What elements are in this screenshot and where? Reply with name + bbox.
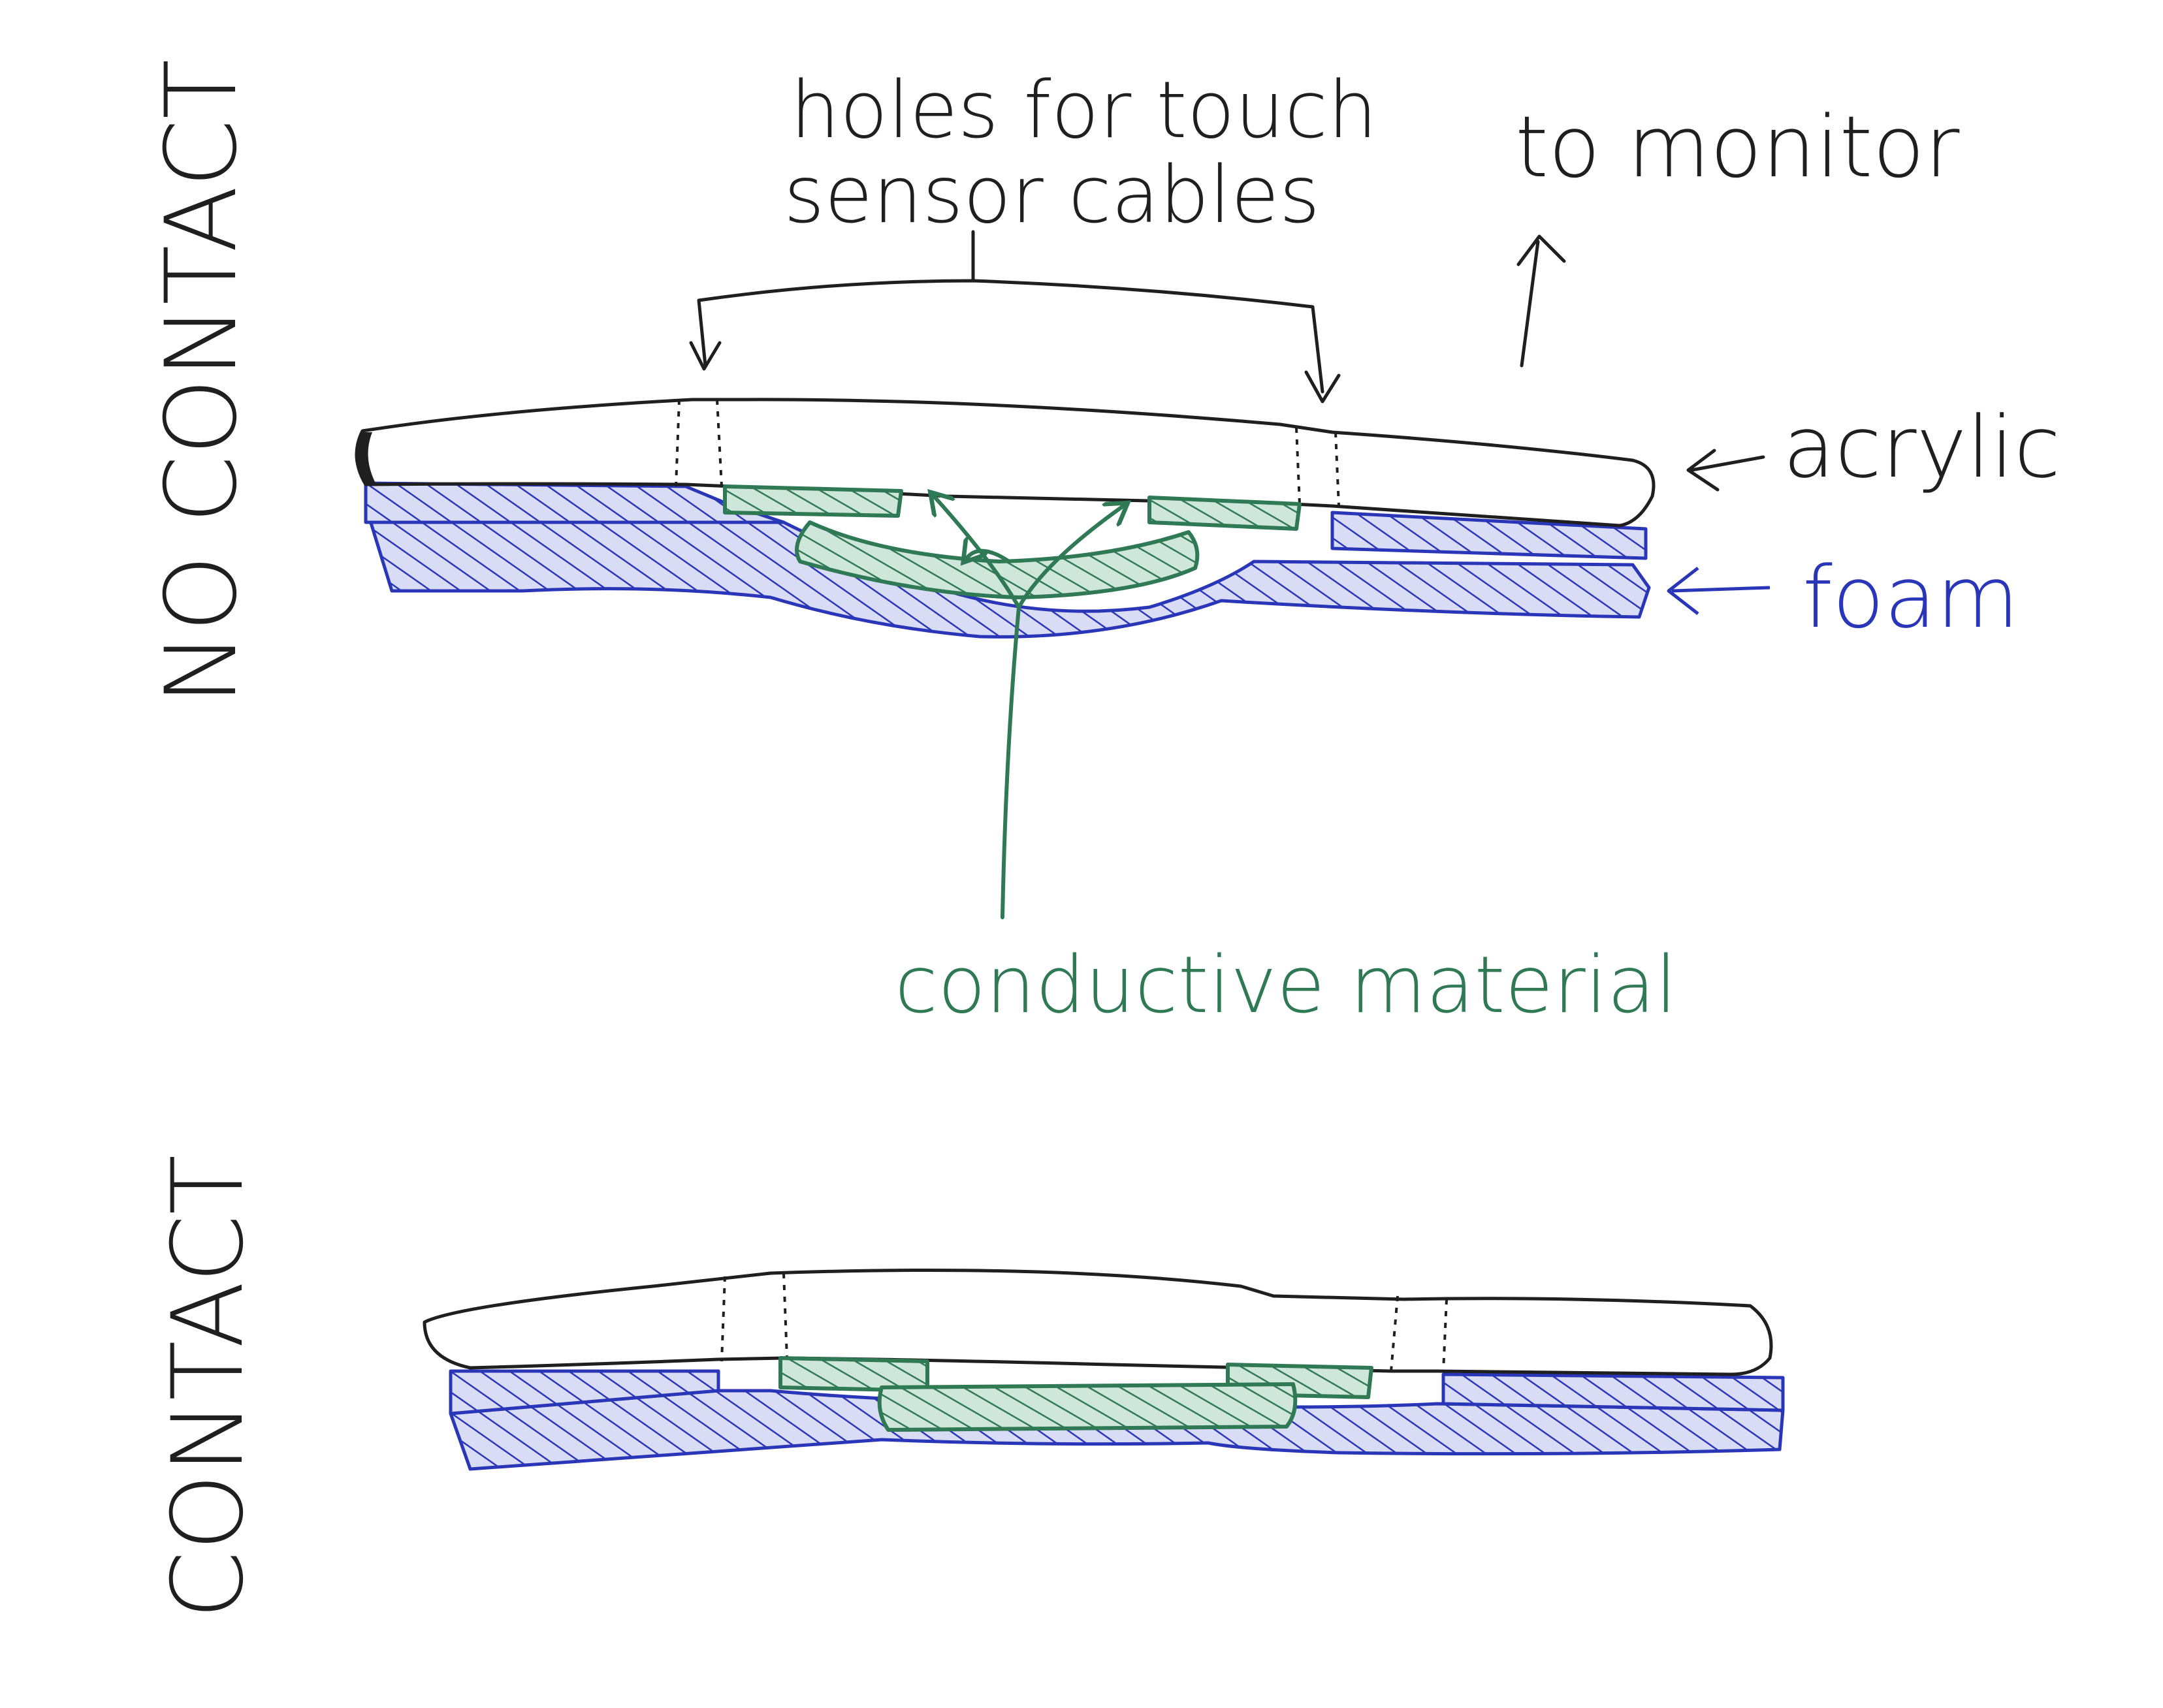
no-contact-foam-upper [366,483,784,522]
contact-acrylic [425,1271,1771,1375]
contact-foam-upper-right [1443,1374,1783,1410]
holes-label-line-2: sensor cables [784,150,1320,241]
conductive-material-label: conductive material [895,940,1677,1031]
no-contact-label: NO CONTACT [145,59,259,705]
contact-section [425,1271,1783,1470]
contact-label: CONTACT [152,1155,265,1619]
foam-label: foam [1802,548,2019,647]
foam-arrow [1669,568,1770,614]
to-monitor-label: to monitor [1515,97,1960,197]
contact-conductive-membrane [880,1384,1296,1430]
acrylic-arrow [1688,451,1763,490]
no-contact-conductive-pad-left [725,486,901,516]
no-contact-conductive-pad-right [1149,498,1300,529]
holes-bracket [691,232,1339,402]
acrylic-label: acrylic [1783,398,2060,497]
to-monitor-arrow [1518,236,1564,366]
holes-label-line-1: holes for touch [790,65,1377,156]
no-contact-section [355,400,1654,917]
